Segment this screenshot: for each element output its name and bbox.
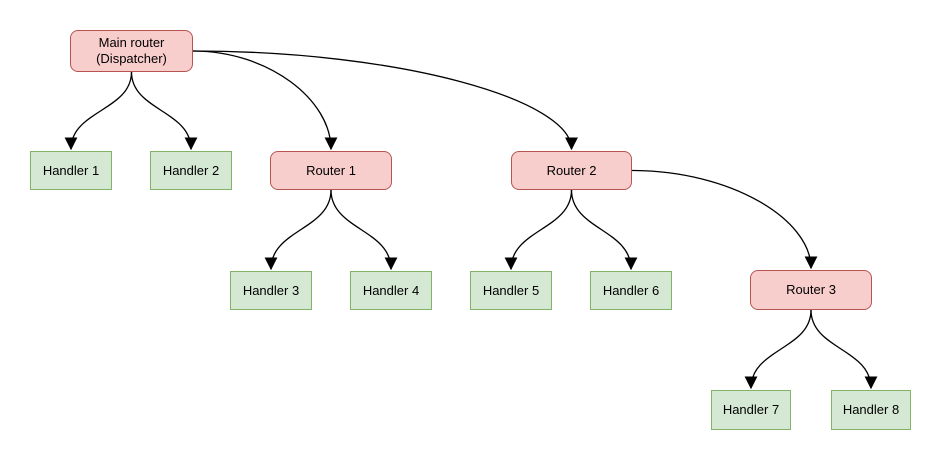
edge-router1-to-handler3	[264, 189, 332, 271]
edge-main-to-router2	[192, 50, 578, 151]
node-label: (Dispatcher)	[96, 51, 167, 66]
node-router1: Router 1	[270, 151, 392, 190]
edge-router2-to-handler5	[504, 189, 573, 271]
node-label: Handler 8	[842, 402, 900, 417]
node-label: Handler 5	[482, 282, 540, 298]
node-label: Handler 4	[362, 282, 420, 298]
node-handler3: Handler 3	[230, 271, 312, 310]
node-handler7: Handler 7	[711, 390, 791, 430]
node-handler4: Handler 4	[350, 271, 432, 310]
node-handler5: Handler 5	[470, 271, 552, 310]
node-router2: Router 2	[511, 151, 632, 190]
node-label: Handler 1	[42, 162, 100, 178]
node-label: Handler 2	[162, 162, 220, 178]
edge-main-to-handler2	[130, 71, 198, 151]
node-router3: Router 3	[750, 270, 872, 310]
edge-router3-to-handler7	[744, 309, 812, 390]
edge-router2-to-router3	[631, 169, 818, 270]
edge-main-to-handler1	[64, 71, 133, 151]
node-label: Handler 7	[722, 402, 780, 417]
node-handler2: Handler 2	[150, 151, 232, 190]
edge-main-to-router1	[192, 50, 338, 151]
node-handler8: Handler 8	[831, 390, 911, 430]
edge-router1-to-handler4	[330, 189, 398, 271]
node-main: Main router(Dispatcher)	[70, 30, 193, 72]
node-handler6: Handler 6	[590, 271, 672, 310]
edge-group	[64, 50, 878, 390]
edge-router2-to-handler6	[570, 189, 638, 271]
node-label: Router 1	[306, 162, 356, 178]
node-label: Main router	[98, 35, 165, 50]
edge-router3-to-handler8	[810, 309, 878, 390]
node-label: Handler 6	[602, 282, 660, 298]
node-handler1: Handler 1	[30, 151, 112, 190]
node-label: Router 3	[786, 282, 836, 297]
node-label: Handler 3	[242, 282, 300, 298]
node-label: Router 2	[546, 162, 597, 178]
